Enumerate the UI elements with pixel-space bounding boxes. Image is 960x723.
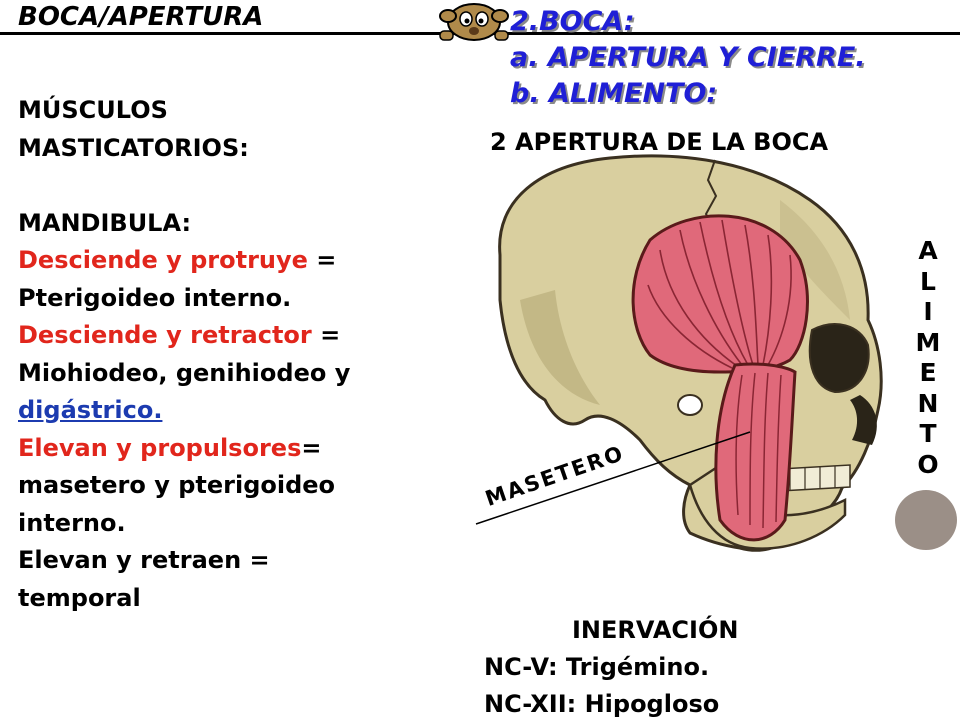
description-line: digástrico.	[18, 392, 468, 430]
description-text: =	[311, 321, 341, 349]
description-line: MANDIBULA:	[18, 205, 468, 243]
description-text: Pterigoideo interno.	[18, 283, 292, 312]
description-text: MÚSCULOS	[18, 96, 168, 124]
description-text: =	[307, 246, 337, 274]
description-text: Miohiodeo, genihiodeo y	[18, 358, 351, 387]
boca-item-alimento: b. ALIMENTO:	[510, 78, 718, 109]
vertical-letter: A	[918, 236, 938, 265]
boca-outline: 2.BOCA: a. APERTURA Y CIERRE. b. ALIMENT…	[510, 4, 866, 112]
muscle-description-block: MÚSCULOS MASTICATORIOS: MANDIBULA: Descien…	[18, 92, 468, 617]
description-line: Elevan y retraen =	[18, 542, 468, 580]
vertical-letter: E	[919, 358, 937, 387]
innervation-title: INERVACIÓN	[572, 616, 739, 644]
highlighted-action: Desciende y retractor	[18, 321, 312, 349]
digastrico-link[interactable]: digástrico.	[18, 396, 163, 424]
description-line: MASTICATORIOS:	[18, 130, 468, 168]
figure-subtitle: 2 APERTURA DE LA BOCA	[490, 128, 829, 156]
vertical-letter: T	[919, 419, 937, 448]
description-text: =	[301, 433, 322, 462]
vertical-letter: L	[920, 266, 936, 296]
description-text: interno.	[18, 508, 126, 537]
slide-header-title: BOCA/APERTURA	[18, 2, 264, 32]
masetero-label: MASETERO	[482, 440, 628, 511]
vertical-letter: N	[917, 388, 939, 418]
highlighted-action: Desciende y protruye	[18, 246, 308, 274]
description-line: masetero y pterigoideo	[18, 467, 468, 505]
innervation-block: INERVACIÓN NC-V: Trigémino. NC-XII: Hipo…	[484, 612, 738, 723]
description-line: Desciende y protruye =	[18, 242, 468, 280]
description-line: interno.	[18, 505, 468, 543]
description-line: Pterigoideo interno.	[18, 280, 468, 318]
description-line: Desciende y retractor =	[18, 317, 468, 355]
description-text: Elevan y retraen =	[18, 546, 270, 574]
description-line: Elevan y propulsores=	[18, 430, 468, 468]
description-line: temporal	[18, 580, 468, 618]
description-line: MÚSCULOS	[18, 92, 468, 130]
description-text: temporal	[18, 583, 141, 612]
innervation-line: NC-XII: Hipogloso	[484, 690, 720, 718]
description-line: Miohiodeo, genihiodeo y	[18, 355, 468, 393]
boca-heading: 2.BOCA:	[510, 6, 635, 37]
description-line	[18, 167, 468, 205]
description-text: masetero y pterigoideo	[18, 471, 336, 499]
description-text: MANDIBULA:	[18, 208, 192, 237]
highlighted-action: Elevan y propulsores	[18, 433, 302, 462]
vertical-word-backdrop	[895, 490, 957, 550]
description-text: MASTICATORIOS:	[18, 133, 249, 162]
innervation-line: NC-V: Trigémino.	[484, 653, 710, 681]
vertical-letter: O	[917, 449, 939, 479]
vertical-letter: M	[915, 327, 941, 357]
vertical-letter: I	[923, 297, 933, 326]
boca-item-apertura: a. APERTURA Y CIERRE.	[510, 42, 866, 73]
